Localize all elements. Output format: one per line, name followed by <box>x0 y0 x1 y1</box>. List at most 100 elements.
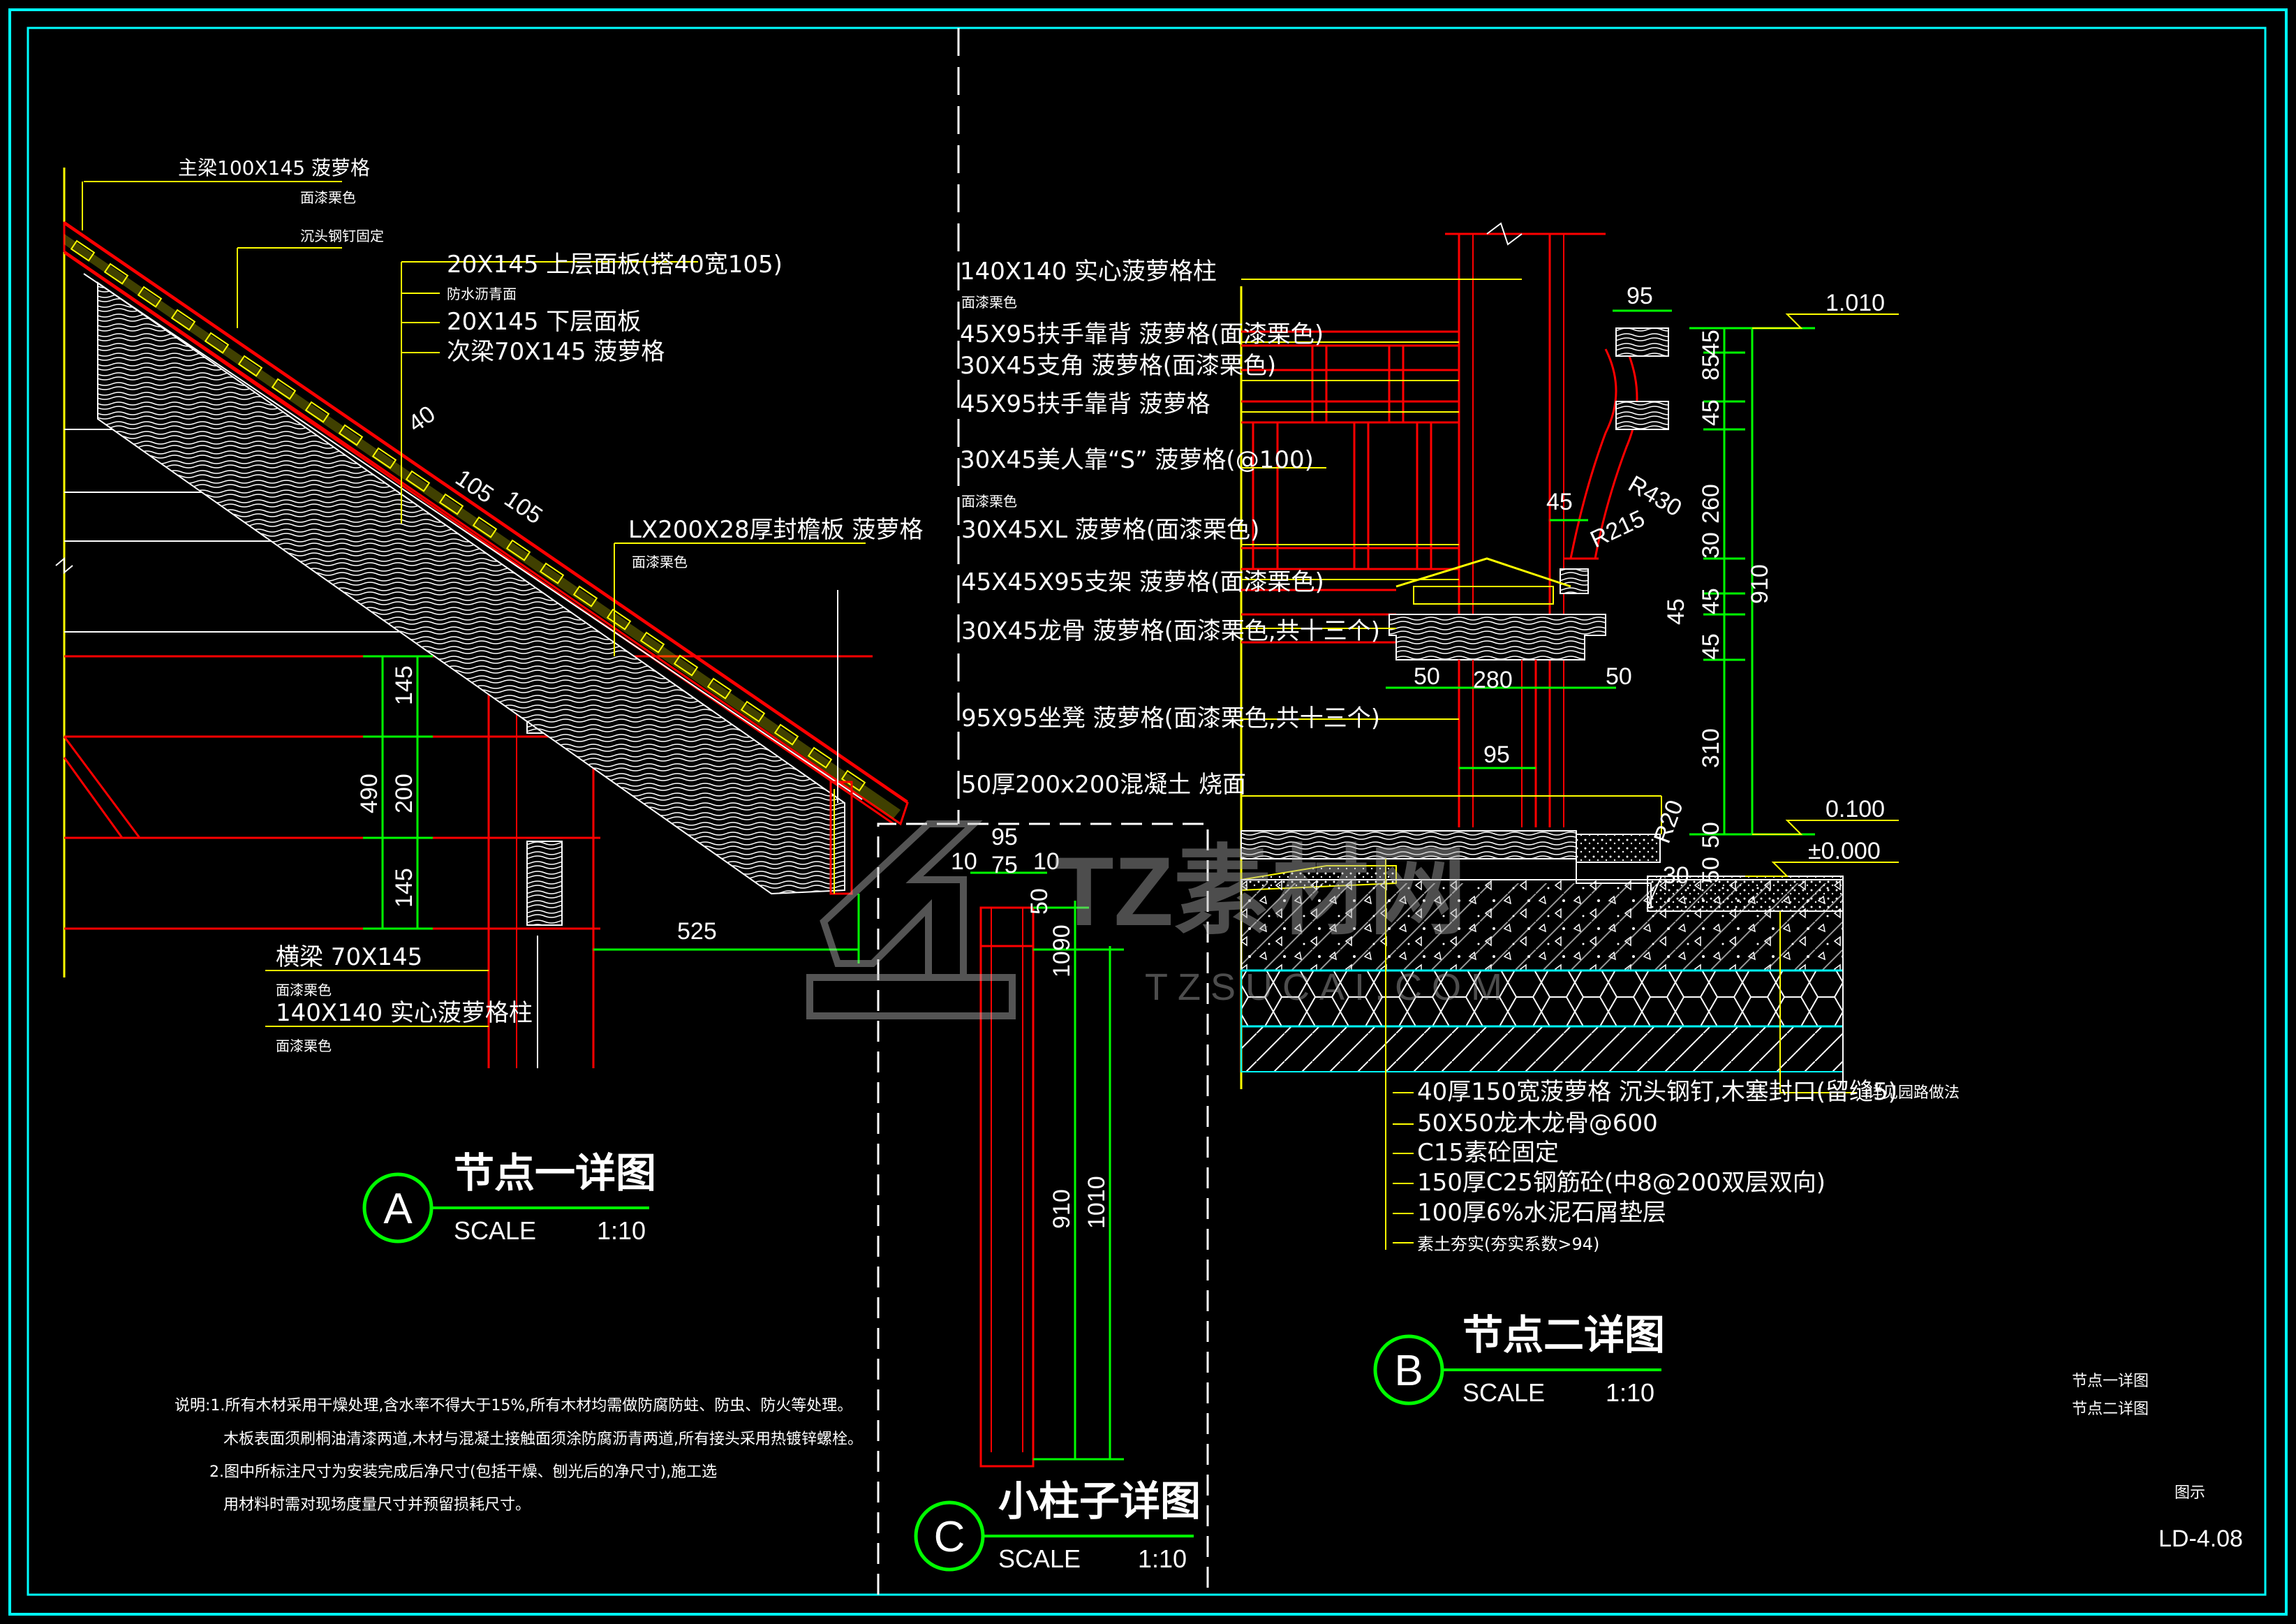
detail-a-title: A 节点一详图 SCALE 1:10 <box>362 1149 656 1245</box>
b-label-6: 面漆栗色 <box>961 493 1017 510</box>
b-bottom-5: 素土夯实(夯实系数>94) <box>1417 1234 1599 1254</box>
title-b-letter: B <box>1394 1347 1423 1395</box>
b-side-note: 详见园路做法 <box>1867 1084 1960 1102</box>
b-bottom-0: 40厚150宽菠萝格 沉头钢钉,木塞封口(留缝5) <box>1417 1078 1897 1106</box>
b-dim-50a: 50 <box>1414 663 1440 690</box>
roof-tile <box>204 332 230 354</box>
roof-tile <box>70 239 96 262</box>
dim-200: 200 <box>391 774 417 813</box>
roof-tile <box>103 263 129 285</box>
title-a-scale: 1:10 <box>597 1216 646 1245</box>
label-column-note: 面漆栗色 <box>276 1038 332 1054</box>
b-dim-45c: 45 <box>1546 489 1573 515</box>
detail-b-labels: 140X140 实心菠萝格柱 面漆栗色 45X95扶手靠背 菠萝格(面漆栗色) … <box>960 258 1960 1254</box>
b-label-7: 30X45XL 菠萝格(面漆栗色) <box>961 516 1259 544</box>
b-label-10: 95X95坐凳 菠萝格(面漆栗色,共十三个) <box>961 704 1380 732</box>
label-column: 140X140 实心菠萝格柱 <box>276 999 533 1027</box>
b-dim-85: 85 <box>1698 354 1724 381</box>
roof-tile <box>639 631 665 654</box>
dim-c-1090: 1090 <box>1049 924 1075 977</box>
roof-tile <box>170 309 196 331</box>
label-fascia: LX200X28厚封檐板 菠萝格 <box>628 516 924 544</box>
label-nail-note: 沉头钢钉固定 <box>300 228 384 244</box>
dim-c-50: 50 <box>1026 888 1053 915</box>
note-line-4: 用材料时需对现场度量尺寸并预留损耗尺寸。 <box>223 1496 531 1514</box>
roof-tiles <box>70 239 866 792</box>
label-main-rafter: 主梁100X145 菠萝格 <box>178 156 370 179</box>
b-label-2: 45X95扶手靠背 菠萝格(面漆栗色) <box>960 320 1324 348</box>
b-label-8: 45X45X95支架 菠萝格(面漆栗色) <box>961 568 1324 596</box>
outer-frame <box>8 8 2288 1616</box>
roof-tile <box>405 470 431 492</box>
b-dim-45f: 45 <box>1698 633 1724 660</box>
b-dim-45b: 45 <box>1698 399 1724 426</box>
roof-tile <box>740 700 766 723</box>
watermark: TZ素材网 TZSUCAI.COM <box>806 820 1512 1019</box>
label-main-rafter-note: 面漆栗色 <box>300 189 356 206</box>
general-notes: 说明:1.所有木材采用干燥处理,含水率不得大于15%,所有木材均需做防腐防蛀、防… <box>175 1397 863 1514</box>
b-dim-45e: 45 <box>1698 588 1724 614</box>
note-line-1: 说明:1.所有木材采用干燥处理,含水率不得大于15%,所有木材均需做防腐防蛀、防… <box>175 1397 852 1415</box>
b-dim-50c: 50 <box>1698 822 1724 848</box>
label-upper-board: 20X145 上层面板(搭40宽105) <box>447 251 783 279</box>
detail-a-roof-section <box>55 168 909 1068</box>
roof-tile <box>505 539 531 561</box>
title-c-letter: C <box>934 1513 965 1561</box>
b-label-11: 50厚200x200混凝土 烧面 <box>961 771 1246 799</box>
label-fascia-note: 面漆栗色 <box>632 554 688 570</box>
b-dim-45a: 45 <box>1698 330 1724 356</box>
roof-tile <box>539 562 565 584</box>
dim-c-910: 910 <box>1049 1189 1075 1229</box>
label-waterproof: 防水沥青面 <box>447 286 517 302</box>
dim-c-10b: 10 <box>1033 848 1060 875</box>
roof-tile <box>137 286 163 308</box>
b-dim-50b: 50 <box>1606 663 1632 690</box>
label-lower-board: 20X145 下层面板 <box>447 308 641 336</box>
inner-frame <box>27 27 2267 1596</box>
b-label-3: 30X45支角 菠萝格(面漆栗色) <box>960 352 1276 380</box>
b-bottom-3: 150厚C25钢筋砼(中8@200双层双向) <box>1417 1169 1825 1197</box>
title-c-scale-label: SCALE <box>998 1544 1081 1573</box>
b-dim-310: 310 <box>1698 728 1724 768</box>
roof-tile <box>438 493 464 515</box>
roof-tile <box>572 585 598 607</box>
roof-tile <box>606 608 632 630</box>
title-c-scale: 1:10 <box>1138 1544 1187 1573</box>
b-bottom-4: 100厚6%水泥石屑垫层 <box>1417 1199 1666 1227</box>
label-beam: 横梁 70X145 <box>276 943 422 971</box>
roof-tile <box>271 378 297 400</box>
roof-tile <box>807 746 833 769</box>
level-0000: ±0.000 <box>1808 838 1881 864</box>
b-label-1: 面漆栗色 <box>961 294 1017 311</box>
title-a-scale-label: SCALE <box>454 1216 536 1245</box>
b-dim-95mid: 95 <box>1483 741 1510 768</box>
tb-item-1: 节点一详图 <box>2072 1373 2149 1390</box>
b-bottom-1: 50X50龙木龙骨@600 <box>1417 1109 1658 1137</box>
watermark-text: TZ素材网 <box>1054 836 1467 946</box>
roof-tile <box>304 401 330 423</box>
roof-tile <box>673 654 699 677</box>
detail-b-title: B 节点二详图 SCALE 1:10 <box>1373 1311 1665 1407</box>
dim-c-95: 95 <box>991 824 1018 850</box>
detail-c-small-column: 95 10 75 10 50 1090 910 1010 <box>877 822 1209 1595</box>
label-purlin: 次梁70X145 菠萝格 <box>447 338 665 366</box>
roof-tile <box>706 677 732 700</box>
b-label-0: 140X140 实心菠萝格柱 <box>960 258 1217 286</box>
dim-c-10a: 10 <box>951 848 977 875</box>
b-dim-280: 280 <box>1473 667 1513 693</box>
label-beam-note: 面漆栗色 <box>276 982 332 998</box>
watermark-sub: TZSUCAI.COM <box>1145 966 1512 1008</box>
title-b-scale: 1:10 <box>1606 1378 1654 1407</box>
level-1010: 1.010 <box>1825 290 1885 316</box>
b-bottom-2: C15素砼固定 <box>1417 1139 1559 1167</box>
title-b-name: 节点二详图 <box>1462 1311 1665 1359</box>
b-label-9: 30X45龙骨 菠萝格(面漆栗色,共十三个) <box>961 617 1380 645</box>
b-dim-r215: R215 <box>1586 505 1649 553</box>
dim-525: 525 <box>677 918 717 945</box>
title-a-name: 节点一详图 <box>454 1149 656 1197</box>
dim-490: 490 <box>356 774 383 813</box>
title-c-name: 小柱子详图 <box>998 1477 1201 1525</box>
roof-tile <box>472 516 498 538</box>
roof-tile <box>773 723 799 746</box>
